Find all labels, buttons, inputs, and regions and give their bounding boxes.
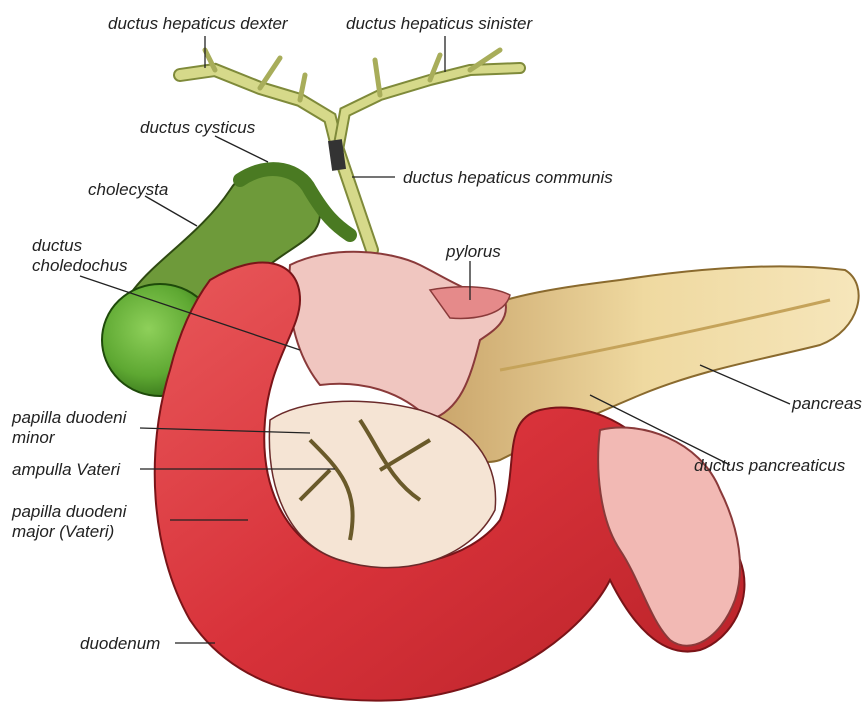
label-pancreas: pancreas: [792, 394, 862, 413]
leader-papilla-minor: [140, 428, 310, 433]
label-papilla-major-1: papilla duodeni: [12, 502, 126, 521]
label-ductus-pancreaticus: ductus pancreaticus: [694, 456, 845, 475]
label-ductus-hepaticus-communis: ductus hepaticus communis: [403, 168, 613, 187]
label-papilla-minor-1: papilla duodeni: [12, 408, 126, 427]
label-ductus-hepaticus-sinister: ductus hepaticus sinister: [346, 14, 532, 33]
label-duodenum: duodenum: [80, 634, 160, 653]
label-ductus-cysticus: ductus cysticus: [140, 118, 255, 137]
leader-ductus-pancreaticus: [590, 395, 730, 465]
leader-pancreas: [700, 365, 790, 404]
label-papilla-major-2: major (Vateri): [12, 522, 114, 541]
label-ductus-choledochus-2: choledochus: [32, 256, 127, 275]
label-cholecysta: cholecysta: [88, 180, 168, 199]
label-ductus-choledochus-1: ductus: [32, 236, 82, 255]
label-ampulla-vateri: ampulla Vateri: [12, 460, 120, 479]
leader-cholecysta: [145, 196, 197, 226]
leader-cysticus: [215, 136, 268, 162]
label-ductus-hepaticus-dexter: ductus hepaticus dexter: [108, 14, 288, 33]
leader-choledochus: [80, 276, 300, 350]
label-papilla-minor-2: minor: [12, 428, 55, 447]
label-pylorus: pylorus: [446, 242, 501, 261]
